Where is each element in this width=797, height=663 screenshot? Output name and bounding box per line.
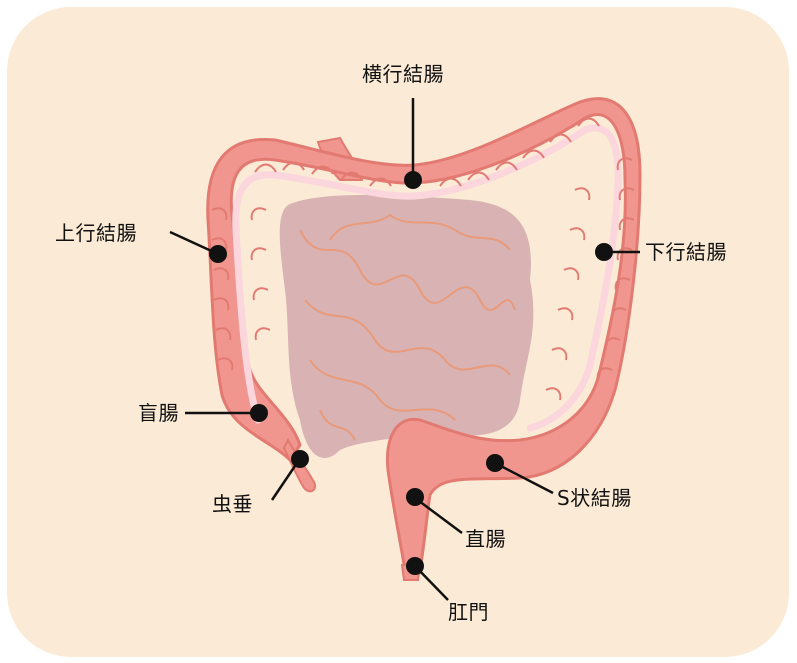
dot-appendix bbox=[291, 450, 309, 468]
label-cecum: 盲腸 bbox=[138, 403, 179, 423]
dot-descending-colon bbox=[595, 243, 613, 261]
dot-anus bbox=[406, 557, 424, 575]
dot-sigmoid-colon bbox=[486, 454, 504, 472]
dot-rectum bbox=[406, 488, 424, 506]
label-descending-colon: 下行結腸 bbox=[645, 242, 727, 262]
label-appendix: 虫垂 bbox=[212, 494, 253, 514]
label-sigmoid-colon: S状結腸 bbox=[557, 488, 632, 508]
label-rectum: 直腸 bbox=[465, 529, 506, 549]
diagram-panel: 横行結腸 上行結腸 下行結腸 盲腸 虫垂 S状結腸 直腸 肛門 bbox=[7, 7, 789, 657]
dot-transverse-colon bbox=[404, 171, 422, 189]
label-anus: 肛門 bbox=[448, 602, 489, 622]
small-intestine bbox=[280, 195, 534, 458]
label-transverse-colon: 横行結腸 bbox=[362, 64, 444, 84]
dot-cecum bbox=[250, 404, 268, 422]
large-intestine-illustration bbox=[7, 7, 789, 657]
dot-ascending-colon bbox=[209, 245, 227, 263]
label-ascending-colon: 上行結腸 bbox=[55, 223, 137, 243]
